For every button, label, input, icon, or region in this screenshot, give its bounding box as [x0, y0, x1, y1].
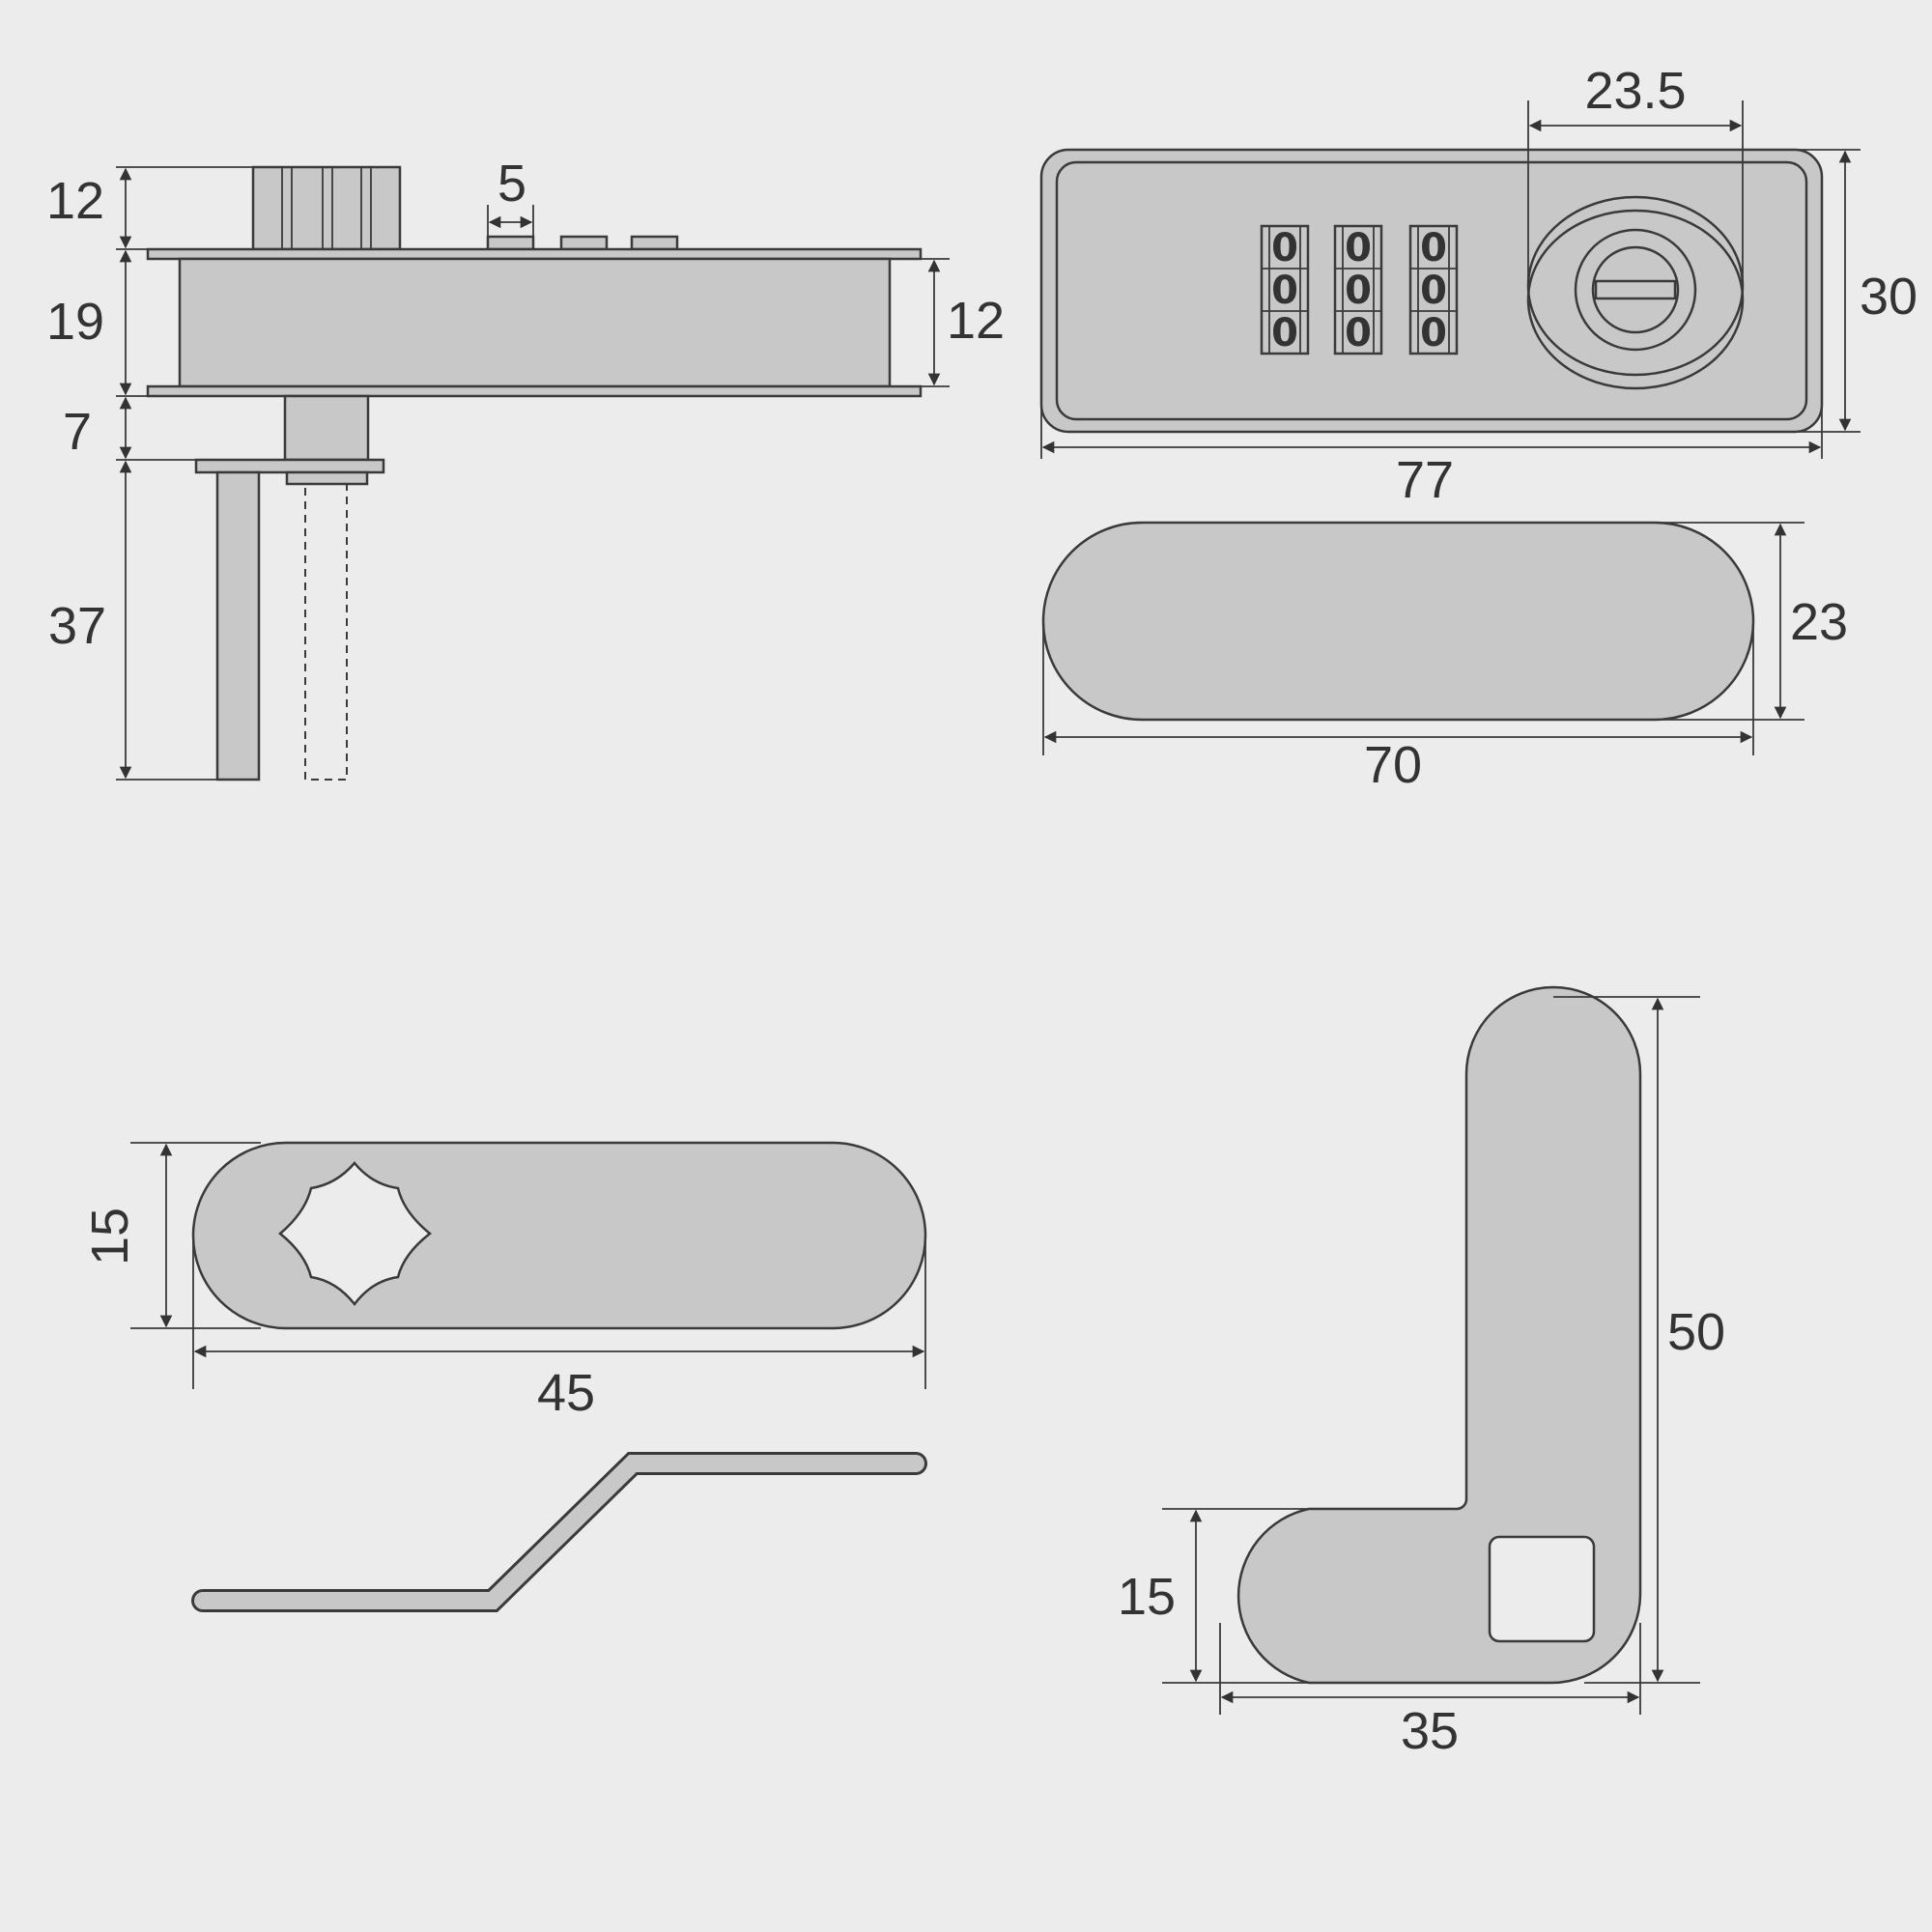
square-hole	[1488, 1535, 1596, 1643]
wheel-digit: 0	[1345, 226, 1372, 270]
dim-front-width: 77	[1396, 451, 1454, 509]
l-cam-view: 50 15 35	[1118, 985, 1725, 1760]
wheel-digit: 0	[1420, 269, 1447, 313]
wheel-digit: 0	[1271, 311, 1298, 355]
straight-cam-view: 15 45	[81, 1141, 927, 1612]
wheel-column-3: 0 0 0	[1408, 224, 1459, 355]
shaft-hidden	[304, 483, 348, 781]
wheel-digit: 0	[1420, 226, 1447, 270]
keyhole	[1526, 195, 1745, 390]
dim-cam-height: 15	[81, 1208, 139, 1265]
washer	[285, 470, 369, 486]
dim-cam-width: 45	[537, 1364, 595, 1422]
top-plate	[146, 247, 923, 261]
l-cam	[1236, 985, 1642, 1685]
wheel-digit: 0	[1420, 311, 1447, 355]
wheel-digit: 0	[1271, 269, 1298, 313]
neck	[283, 394, 370, 462]
lock-body	[178, 257, 892, 388]
dim-inner-height: 12	[947, 292, 1005, 350]
combination-wheels: 0 0 0 0 0 0 0 0 0	[1260, 224, 1459, 355]
wheel-column-1: 0 0 0	[1260, 224, 1310, 355]
back-plate-view: 23 70	[1041, 521, 1848, 794]
dial-knob	[251, 165, 402, 251]
wheel-digit: 0	[1271, 226, 1298, 270]
back-plate	[1041, 521, 1755, 722]
dim-body-height: 19	[46, 293, 104, 351]
wheel-column-2: 0 0 0	[1333, 224, 1383, 355]
flange	[194, 458, 385, 474]
button-2	[559, 235, 609, 251]
front-dimensions	[1040, 100, 1861, 459]
dim-keyhole-width: 23.5	[1584, 62, 1686, 120]
wheel-digit: 0	[1345, 311, 1372, 355]
dim-back-height: 23	[1790, 593, 1848, 651]
dim-lcam-arm-height: 15	[1118, 1568, 1176, 1626]
dim-neck-height: 7	[63, 403, 92, 461]
dim-lcam-height: 50	[1667, 1303, 1725, 1361]
dim-front-height: 30	[1860, 268, 1918, 326]
dim-shaft-length: 37	[48, 597, 106, 655]
dim-button-width: 5	[497, 155, 526, 213]
front-view: 0 0 0 0 0 0 0 0 0	[1039, 62, 1918, 509]
shaft	[215, 470, 261, 781]
dim-back-width: 70	[1364, 736, 1422, 794]
button-1	[486, 235, 535, 251]
bottom-plate	[146, 384, 923, 398]
button-3	[630, 235, 679, 251]
star-hole-icon	[278, 1161, 433, 1307]
side-view: 12 19 7 37 12 5	[46, 155, 1005, 781]
dim-lcam-width: 35	[1401, 1702, 1459, 1760]
dim-knob-height: 12	[46, 172, 104, 230]
wheel-digit: 0	[1345, 269, 1372, 313]
key-slot-icon	[1594, 279, 1677, 300]
side-dimensions	[116, 166, 950, 781]
